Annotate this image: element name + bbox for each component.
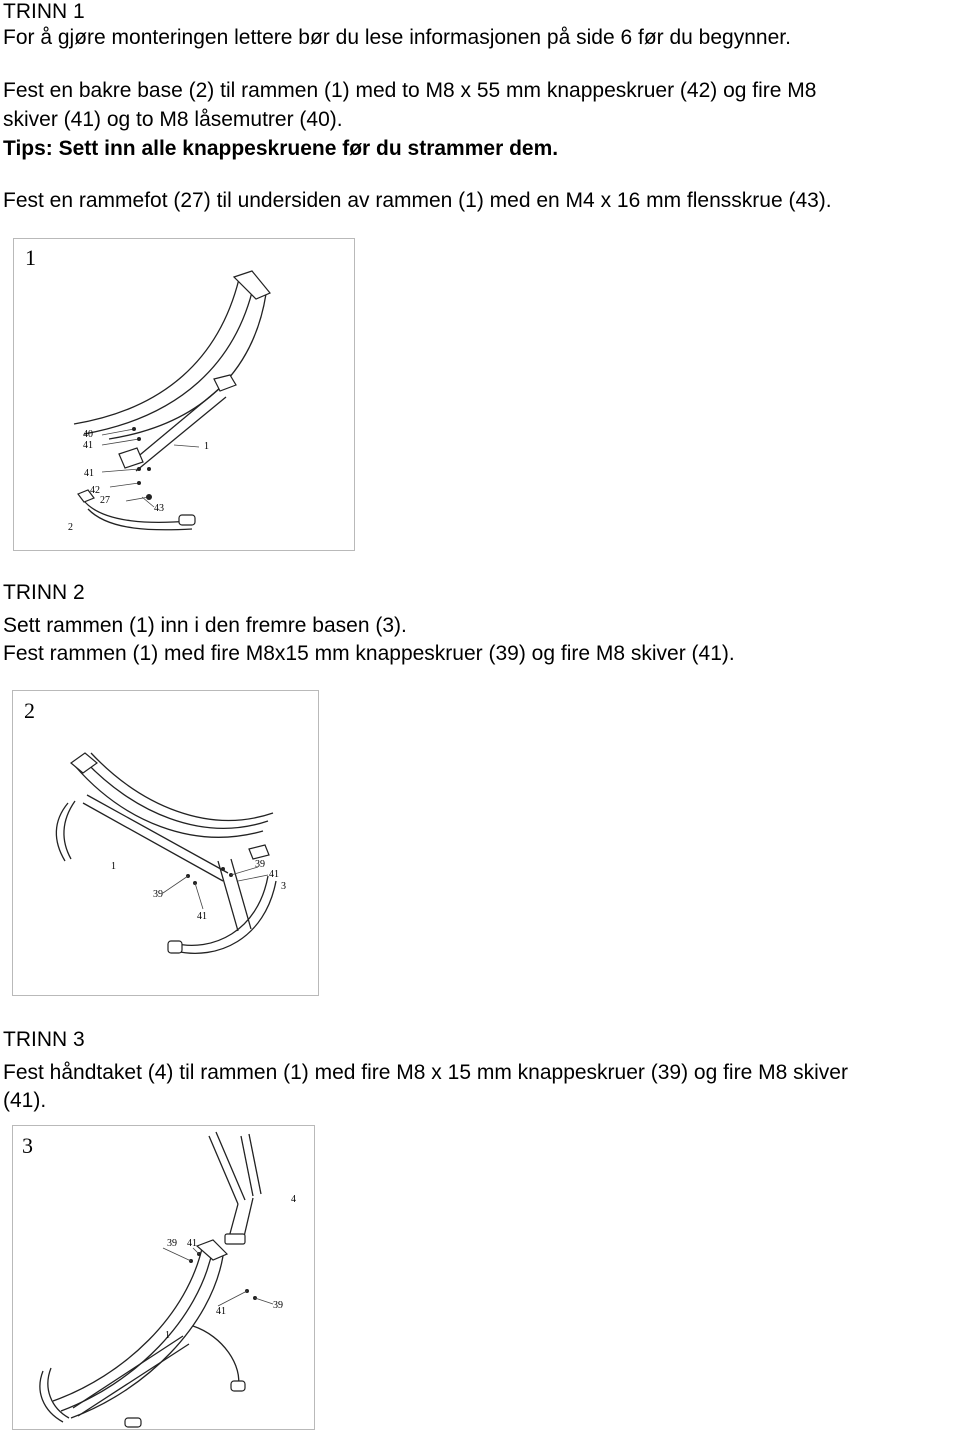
figure-3: 3 4 39 41 41 39 [12, 1125, 315, 1430]
fig2-label-1: 1 [111, 861, 116, 872]
figure-3-diagram: 4 39 41 41 39 1 [39, 1131, 296, 1428]
fig3-label-41a: 41 [187, 1238, 197, 1249]
step1-text-line4: Fest en rammefot (27) til undersiden av … [3, 189, 832, 212]
step3-text-line2: (41). [3, 1089, 47, 1112]
fig2-label-41a: 41 [197, 911, 207, 922]
fig1-label-27: 27 [100, 495, 110, 506]
step3-text-line1: Fest håndtaket (4) til rammen (1) med fi… [3, 1061, 848, 1084]
fig2-label-41b: 41 [269, 869, 279, 880]
fig2-label-39a: 39 [153, 889, 163, 900]
fig1-label-43: 43 [154, 503, 164, 514]
figure-1-diagram: 40 41 1 41 42 27 43 2 [68, 270, 271, 533]
step2-text-line1: Sett rammen (1) inn i den fremre basen (… [3, 614, 407, 637]
fig1-label-41b: 41 [84, 468, 94, 479]
step1-tip: Tips: Sett inn alle knappeskruene før du… [3, 137, 559, 160]
figure-1: 1 40 41 1 41 42 27 [13, 238, 355, 551]
step1-heading: TRINN 1 [3, 0, 85, 23]
fig1-label-1: 1 [204, 441, 209, 452]
fig1-label-40: 40 [83, 429, 93, 440]
fig1-label-41a: 41 [83, 440, 93, 451]
fig3-label-4: 4 [291, 1194, 296, 1205]
figure-3-number: 3 [22, 1133, 33, 1158]
fig2-label-39b: 39 [255, 859, 265, 870]
fig3-label-41b: 41 [216, 1306, 226, 1317]
fig3-label-39b: 39 [273, 1300, 283, 1311]
step2-heading: TRINN 2 [3, 581, 85, 604]
figure-1-number: 1 [25, 245, 36, 270]
figure-2-number: 2 [24, 698, 35, 723]
step1-text-line1: For å gjøre monteringen lettere bør du l… [3, 26, 791, 49]
fig3-label-1: 1 [165, 1330, 170, 1341]
fig1-label-2: 2 [68, 522, 73, 533]
fig2-label-3: 3 [281, 881, 286, 892]
fig3-label-39a: 39 [167, 1238, 177, 1249]
fig1-label-42: 42 [90, 485, 100, 496]
step2-text-line2: Fest rammen (1) med fire M8x15 mm knappe… [3, 642, 735, 665]
step1-text-line3: skiver (41) og to M8 låsemutrer (40). [3, 108, 343, 131]
step3-heading: TRINN 3 [3, 1028, 85, 1051]
figure-2-diagram: 1 39 41 3 39 41 [55, 752, 286, 954]
step1-text-line2: Fest en bakre base (2) til rammen (1) me… [3, 79, 817, 102]
figure-2: 2 1 39 41 3 39 41 [12, 690, 319, 996]
